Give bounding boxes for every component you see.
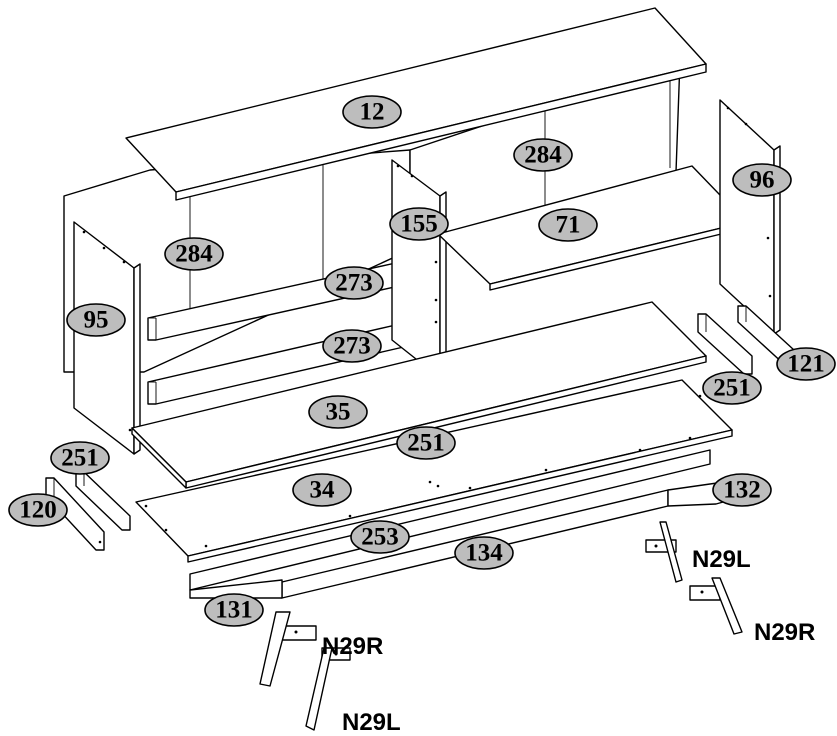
svg-text:71: 71 (556, 212, 581, 239)
svg-text:12: 12 (360, 99, 385, 126)
label-dowel-center: 251 (396, 426, 456, 460)
label-side-right: 96 (732, 163, 792, 197)
label-divider: 155 (389, 207, 449, 241)
plinth-left (189, 579, 283, 599)
svg-text:35: 35 (326, 399, 351, 426)
svg-text:95: 95 (84, 307, 109, 334)
svg-text:251: 251 (407, 430, 445, 457)
label-leg-right-upper: N29L (692, 546, 751, 573)
label-shelf-right: 71 (538, 208, 598, 242)
label-rail-lower: 273 (322, 329, 382, 363)
base-panel (135, 379, 733, 563)
label-plinth-front: 134 (454, 536, 514, 570)
label-rail-base: 253 (350, 520, 410, 554)
side-panel-left (73, 221, 141, 455)
label-top-panel: 12 (342, 95, 402, 129)
leg-right-upper (645, 521, 683, 583)
svg-text:253: 253 (361, 524, 399, 551)
label-base-panel: 34 (292, 473, 352, 507)
svg-text:120: 120 (19, 497, 57, 524)
label-leg-left-upper: N29R (322, 633, 383, 660)
label-batten-right-short: 121 (776, 347, 836, 381)
label-plinth-right: 132 (712, 473, 772, 507)
label-back-panel-right: 284 (513, 138, 573, 172)
label-rail-upper: 273 (324, 266, 384, 300)
svg-text:134: 134 (465, 540, 503, 567)
top-panel (125, 7, 707, 201)
svg-text:273: 273 (335, 270, 373, 297)
leg-left-upper (259, 611, 317, 687)
svg-text:251: 251 (61, 445, 99, 472)
svg-text:284: 284 (524, 142, 562, 169)
svg-text:132: 132 (723, 477, 761, 504)
side-panel-right (719, 99, 781, 335)
svg-text:121: 121 (787, 351, 825, 378)
label-batten-left-short: 120 (8, 493, 68, 527)
label-back-panel-left: 284 (164, 237, 224, 271)
shelf-bottom (131, 301, 707, 489)
svg-text:96: 96 (750, 167, 775, 194)
batten-right (697, 313, 753, 375)
label-side-left: 95 (66, 303, 126, 337)
label-batten-left: 251 (50, 441, 110, 475)
label-batten-right: 251 (702, 371, 762, 405)
svg-text:251: 251 (713, 375, 751, 402)
svg-text:34: 34 (310, 477, 336, 504)
leg-left-lower (305, 647, 351, 731)
label-plinth-left: 131 (204, 593, 264, 627)
svg-text:155: 155 (400, 211, 438, 238)
label-leg-left-lower: N29L (342, 709, 401, 736)
rail-base (189, 449, 711, 591)
svg-text:273: 273 (333, 333, 371, 360)
label-leg-right-lower: N29R (754, 619, 815, 646)
leg-right-lower (689, 577, 743, 635)
svg-text:131: 131 (215, 597, 253, 624)
label-shelf-bottom: 35 (308, 395, 368, 429)
svg-text:284: 284 (175, 241, 213, 268)
